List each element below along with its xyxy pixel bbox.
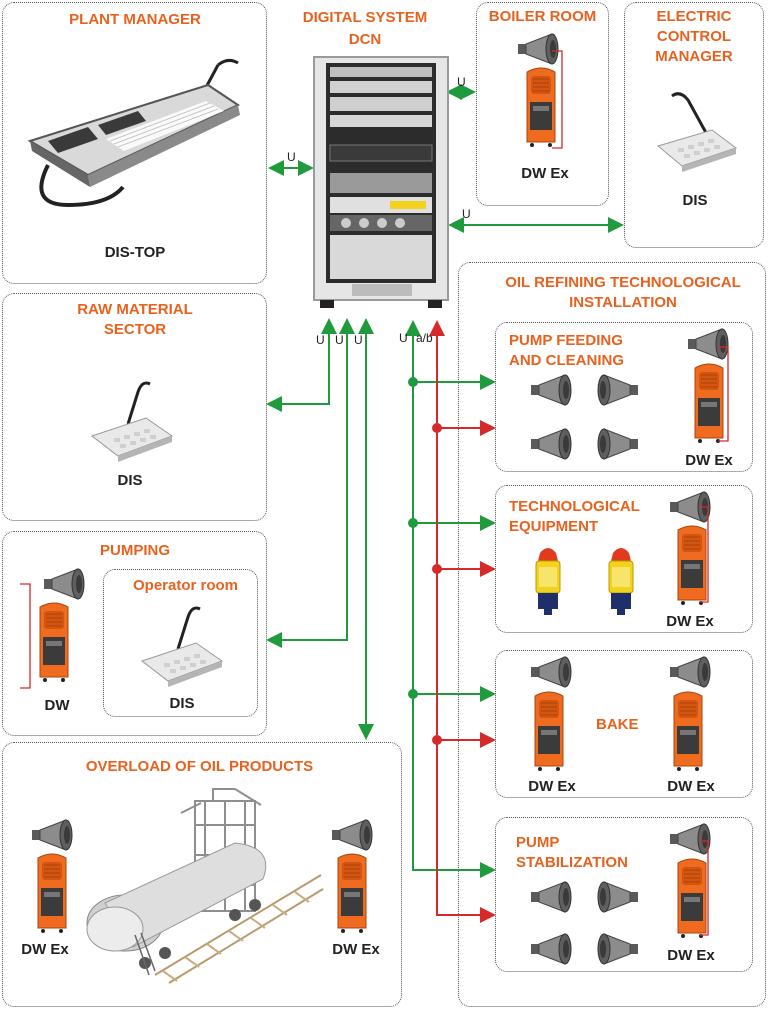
tech-equipment-title-2: EQUIPMENT	[509, 518, 599, 535]
signal-u-boiler: U	[457, 75, 466, 89]
electric-microphone-icon	[656, 92, 738, 172]
intercom-cabinet-icon	[677, 858, 707, 938]
dis-top-label: DIS-TOP	[104, 244, 166, 261]
pumping-dw-label: DW	[44, 697, 70, 714]
cable-bracket	[552, 50, 563, 149]
beacon-icon	[608, 548, 634, 615]
horn-speaker-icon	[670, 656, 711, 688]
pumping-title: PUMPING	[99, 542, 170, 559]
intercom-cabinet-icon	[37, 853, 67, 933]
overload-dwex-right-label: DW Ex	[332, 941, 380, 958]
oil-refining-title-1: OIL REFINING TECHNOLOGICAL	[505, 274, 741, 291]
electric-control-title-3: MANAGER	[655, 48, 733, 65]
electric-control-title-2: CONTROL	[656, 28, 732, 45]
electric-control-title-1: ELECTRIC	[656, 8, 732, 25]
horn-speaker-icon	[332, 819, 373, 851]
digital-system-title-2: DCN	[348, 31, 382, 48]
signal-u-refining: U	[399, 331, 408, 345]
dis-top-console-icon	[27, 58, 241, 208]
horn-speaker-icon	[531, 656, 572, 688]
raw-dis-label: DIS	[117, 472, 143, 489]
electric-control-box	[624, 2, 764, 248]
operator-room-box	[103, 569, 258, 717]
horn-speaker-icon	[531, 374, 572, 406]
digital-system-title-1: DIGITAL SYSTEM	[302, 9, 428, 26]
tank-car-loading-rack-icon	[86, 788, 324, 984]
boiler-room-title: BOILER ROOM	[488, 8, 597, 25]
cable-bracket	[718, 346, 729, 442]
operator-room-title: Operator room	[132, 577, 238, 594]
signal-u-plant: U	[287, 150, 296, 164]
horn-speaker-icon	[531, 933, 572, 965]
raw-microphone-icon	[90, 381, 174, 462]
intercom-cabinet-icon	[673, 691, 703, 771]
horn-speaker-icon	[670, 823, 711, 855]
tech-equipment-dwex-label: DW Ex	[666, 613, 714, 630]
intercom-cabinet-icon	[534, 691, 564, 771]
horn-speaker-icon	[597, 881, 638, 913]
horn-speaker-icon	[688, 328, 729, 360]
tech-equipment-title-1: TECHNOLOGICAL	[509, 498, 640, 515]
boiler-room-box	[476, 2, 609, 206]
signal-u-pumping: U	[335, 333, 344, 347]
plant-manager-box	[2, 2, 267, 284]
raw-material-title-1: RAW MATERIAL	[77, 301, 193, 318]
boiler-dwex-label: DW Ex	[521, 165, 569, 182]
bake-title: BAKE	[596, 716, 639, 733]
dcn-cabinet-icon	[313, 56, 449, 308]
intercom-cabinet-icon	[526, 67, 556, 147]
intercom-cabinet-icon	[39, 602, 69, 682]
overload-box	[2, 742, 402, 1007]
horn-speaker-icon	[32, 819, 73, 851]
intercom-cabinet-icon	[677, 525, 707, 605]
beacon-icon	[535, 548, 561, 615]
overload-dwex-left-label: DW Ex	[21, 941, 69, 958]
cable-bracket	[700, 840, 709, 936]
pump-feeding-title-2: AND CLEANING	[509, 352, 624, 369]
pump-stabilization-title-1: PUMP	[516, 834, 560, 851]
signal-u-raw: U	[316, 333, 325, 347]
operator-dis-label: DIS	[169, 695, 195, 712]
bake-dwex-left-label: DW Ex	[528, 778, 576, 795]
horn-speaker-icon	[531, 428, 572, 460]
cable-bracket	[700, 506, 709, 603]
oil-refining-title-2: INSTALLATION	[569, 294, 677, 311]
intercom-cabinet-icon	[337, 853, 367, 933]
signal-u-electric: U	[462, 207, 471, 221]
operator-microphone-icon	[140, 606, 224, 687]
horn-speaker-icon	[597, 374, 638, 406]
plant-manager-title: PLANT MANAGER	[69, 11, 201, 28]
pump-stabilization-dwex-label: DW Ex	[667, 947, 715, 964]
horn-speaker-icon	[518, 33, 559, 65]
overload-title: OVERLOAD OF OIL PRODUCTS	[85, 758, 314, 775]
signal-u-overload: U	[354, 333, 363, 347]
signal-ab-refining: a/b	[416, 331, 433, 345]
pump-feeding-title-1: PUMP FEEDING	[509, 332, 623, 349]
intercom-cabinet-icon	[694, 363, 724, 443]
electric-dis-label: DIS	[682, 192, 708, 209]
horn-speaker-icon	[44, 568, 85, 600]
cable-bracket	[20, 583, 31, 689]
horn-speaker-icon	[597, 428, 638, 460]
horn-speaker-icon	[597, 933, 638, 965]
pump-stabilization-title-2: STABILIZATION	[516, 854, 628, 871]
pump-feeding-dwex-label: DW Ex	[685, 452, 733, 469]
horn-speaker-icon	[531, 881, 572, 913]
bake-dwex-right-label: DW Ex	[667, 778, 715, 795]
raw-material-title-2: SECTOR	[103, 321, 167, 338]
